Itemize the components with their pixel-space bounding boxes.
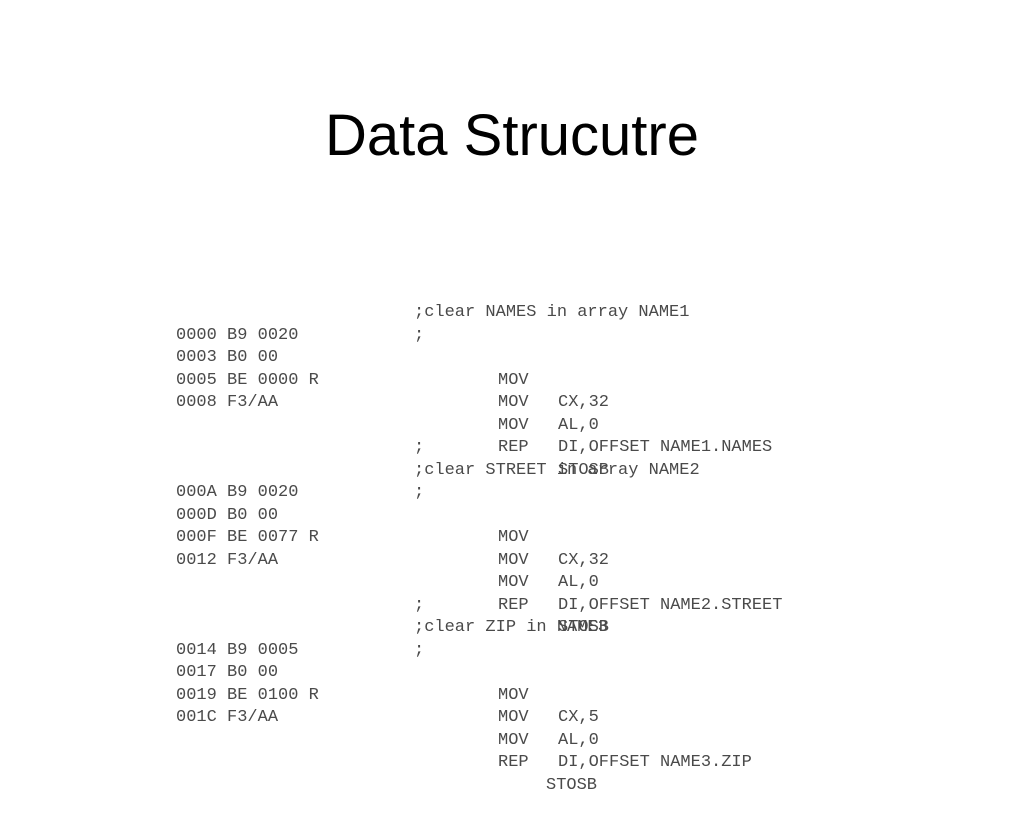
listing-comment: ; bbox=[414, 640, 425, 660]
listing-comment: ;clear STREET in array NAME2 bbox=[414, 460, 700, 480]
listing-mnemonic: MOV bbox=[498, 730, 529, 750]
listing-row: 0003 B0 00 MOV AL,0 bbox=[176, 325, 599, 435]
listing-operand: CX,32 bbox=[558, 550, 610, 570]
listing-mnemonic: MOV bbox=[498, 685, 529, 705]
listing-row: 0017 B0 00 MOV AL,0 bbox=[176, 640, 599, 750]
slide-title: Data Strucutre bbox=[325, 103, 699, 168]
listing-comment: ; bbox=[414, 595, 425, 615]
listing-operand: AL,0 bbox=[558, 573, 599, 592]
listing-mnemonic: REP bbox=[498, 595, 529, 615]
listing-address-code: 000F BE 0077 R bbox=[176, 528, 319, 547]
listing-operand: DI,OFFSET NAME2.STREET bbox=[558, 595, 783, 615]
listing-row: ;clear NAMES in array NAME1 bbox=[176, 257, 689, 322]
listing-row: ;clear STREET in array NAME2 bbox=[176, 415, 700, 480]
listing-row: 0000 B9 0020 MOV CX,32 bbox=[176, 302, 609, 413]
listing-operand: DI,OFFSET NAME3.ZIP bbox=[558, 753, 752, 772]
listing-address-code: 0014 B9 0005 bbox=[176, 640, 299, 660]
listing-operand: STOSB bbox=[558, 618, 610, 637]
listing-comment: ; bbox=[414, 438, 425, 457]
listing-address-code: 0000 B9 0020 bbox=[176, 325, 299, 345]
listing-row: 000D B0 00 MOV AL,0 bbox=[176, 482, 599, 593]
listing-mnemonic: MOV bbox=[498, 528, 529, 547]
listing-operand: CX,5 bbox=[558, 708, 599, 727]
listing-operand: STOSB bbox=[546, 775, 598, 795]
listing-mnemonic: MOV bbox=[498, 393, 529, 412]
listing-row: 0019 BE 0100 R MOV DI,OFFSET NAME3.ZIP bbox=[176, 662, 752, 773]
listing-address-code: 0017 B0 00 bbox=[176, 663, 279, 682]
listing-row: ; bbox=[176, 437, 424, 502]
assembly-listing: ;clear NAMES in array NAME1 ; 0000 B9 00… bbox=[176, 257, 782, 795]
listing-row: 0014 B9 0005 MOV CX,5 bbox=[176, 617, 599, 728]
listing-operand: CX,32 bbox=[558, 393, 610, 412]
listing-row: 001C F3/AA REP STOSB bbox=[176, 685, 597, 795]
listing-address-code: 000D B0 00 bbox=[176, 505, 279, 525]
listing-address-code: 0008 F3/AA bbox=[176, 393, 279, 412]
listing-mnemonic: MOV bbox=[498, 708, 529, 727]
listing-row: ;clear ZIP in NAME3 bbox=[176, 572, 608, 637]
listing-row: ; bbox=[176, 392, 424, 457]
listing-address-code: 000A B9 0020 bbox=[176, 483, 299, 502]
listing-comment: ;clear ZIP in NAME3 bbox=[414, 618, 608, 637]
listing-address-code: 001C F3/AA bbox=[176, 708, 279, 727]
listing-comment: ;clear NAMES in array NAME1 bbox=[414, 303, 690, 322]
listing-comment: ; bbox=[414, 325, 425, 345]
listing-address-code: 0019 BE 0100 R bbox=[176, 685, 319, 705]
listing-operand: AL,0 bbox=[558, 730, 599, 750]
listing-row: 000F BE 0077 R MOV DI,OFFSET NAME2.STREE… bbox=[176, 505, 782, 615]
listing-address-code: 0003 B0 00 bbox=[176, 348, 279, 367]
listing-mnemonic: MOV bbox=[498, 415, 529, 435]
listing-row: 000A B9 0020 MOV CX,32 bbox=[176, 460, 609, 570]
listing-row: ; bbox=[176, 595, 424, 660]
listing-row: 0012 F3/AA REP STOSB bbox=[176, 527, 609, 638]
listing-operand: DI,OFFSET NAME1.NAMES bbox=[558, 438, 773, 457]
listing-comment: ; bbox=[414, 483, 425, 502]
listing-mnemonic: REP bbox=[498, 753, 529, 772]
listing-row: ; bbox=[176, 280, 424, 345]
listing-address-code: 0012 F3/AA bbox=[176, 550, 279, 570]
listing-row: ; bbox=[176, 550, 424, 615]
listing-operand: STOSB bbox=[558, 460, 610, 480]
listing-row: 0008 F3/AA REP STOSB bbox=[176, 370, 609, 480]
listing-mnemonic: REP bbox=[498, 438, 529, 457]
listing-mnemonic: MOV bbox=[498, 573, 529, 592]
listing-row: 0005 BE 0000 R MOV DI,OFFSET NAME1.NAMES bbox=[176, 347, 772, 458]
listing-operand: AL,0 bbox=[558, 415, 599, 435]
listing-address-code: 0005 BE 0000 R bbox=[176, 370, 319, 390]
listing-mnemonic: MOV bbox=[498, 370, 529, 390]
listing-mnemonic: MOV bbox=[498, 550, 529, 570]
